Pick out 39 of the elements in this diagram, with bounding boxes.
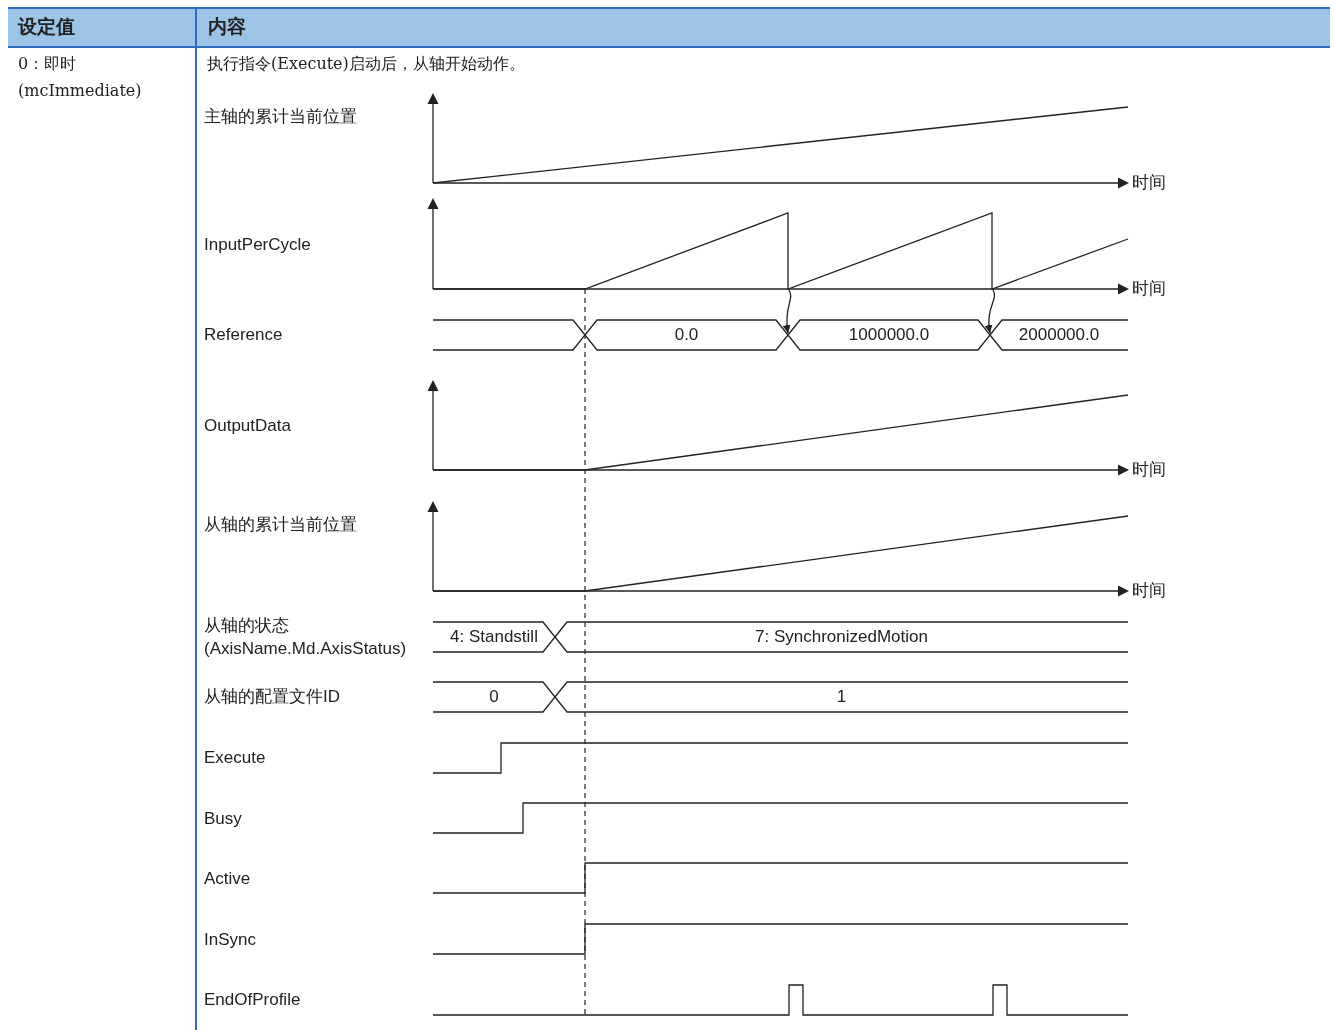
bus-value: 7: SynchronizedMotion — [755, 627, 928, 647]
bus-value-segment — [788, 320, 990, 350]
bus-value: 0 — [489, 687, 499, 707]
text-label: InputPerCycle — [204, 235, 311, 255]
bus-value: 0.0 — [674, 325, 699, 345]
text-label: Busy — [204, 809, 242, 829]
bus-value-segment — [990, 320, 1128, 350]
text-label: 主轴的累计当前位置 — [204, 107, 357, 127]
text-label: Execute — [204, 748, 266, 768]
text-label: InSync — [204, 930, 256, 950]
text-label: Reference — [204, 325, 283, 345]
trigger-arrow — [984, 289, 996, 334]
text-label: 从轴的状态 (AxisName.Md.AxisStatus) — [204, 615, 408, 660]
bus-value-segment — [433, 622, 555, 652]
text-label: 执行指令(Execute)启动后，从轴开始动作。 — [207, 54, 525, 74]
text-label: 时间 — [1132, 460, 1166, 480]
text-label: 时间 — [1132, 173, 1166, 193]
bus-value-segment — [555, 682, 1128, 712]
sawtooth-waveform — [432, 212, 1129, 290]
bus-value-segment — [555, 622, 1128, 652]
bus-value-segment — [433, 320, 585, 350]
text-label: 从轴的累计当前位置 — [204, 515, 357, 535]
column-header: 设定值 — [18, 17, 75, 37]
text-label: 0：即时 — [18, 54, 77, 74]
text-label: OutputData — [204, 416, 291, 436]
bus-value: 4: Standstill — [450, 627, 538, 647]
bus-value-segment — [585, 320, 788, 350]
text-label: Active — [204, 869, 251, 889]
bus-value: 1 — [836, 687, 847, 707]
text-label: (mcImmediate) — [18, 81, 142, 101]
text-label: 时间 — [1132, 279, 1166, 299]
text-label: 时间 — [1132, 581, 1166, 601]
bus-value: 2000000.0 — [1018, 325, 1100, 345]
trigger-arrow — [782, 289, 792, 334]
text-label: 从轴的配置文件ID — [204, 687, 340, 707]
text-label: EndOfProfile — [204, 990, 301, 1010]
column-header: 内容 — [208, 17, 246, 37]
bus-value-segment — [433, 682, 555, 712]
bus-value: 1000000.0 — [848, 325, 930, 345]
